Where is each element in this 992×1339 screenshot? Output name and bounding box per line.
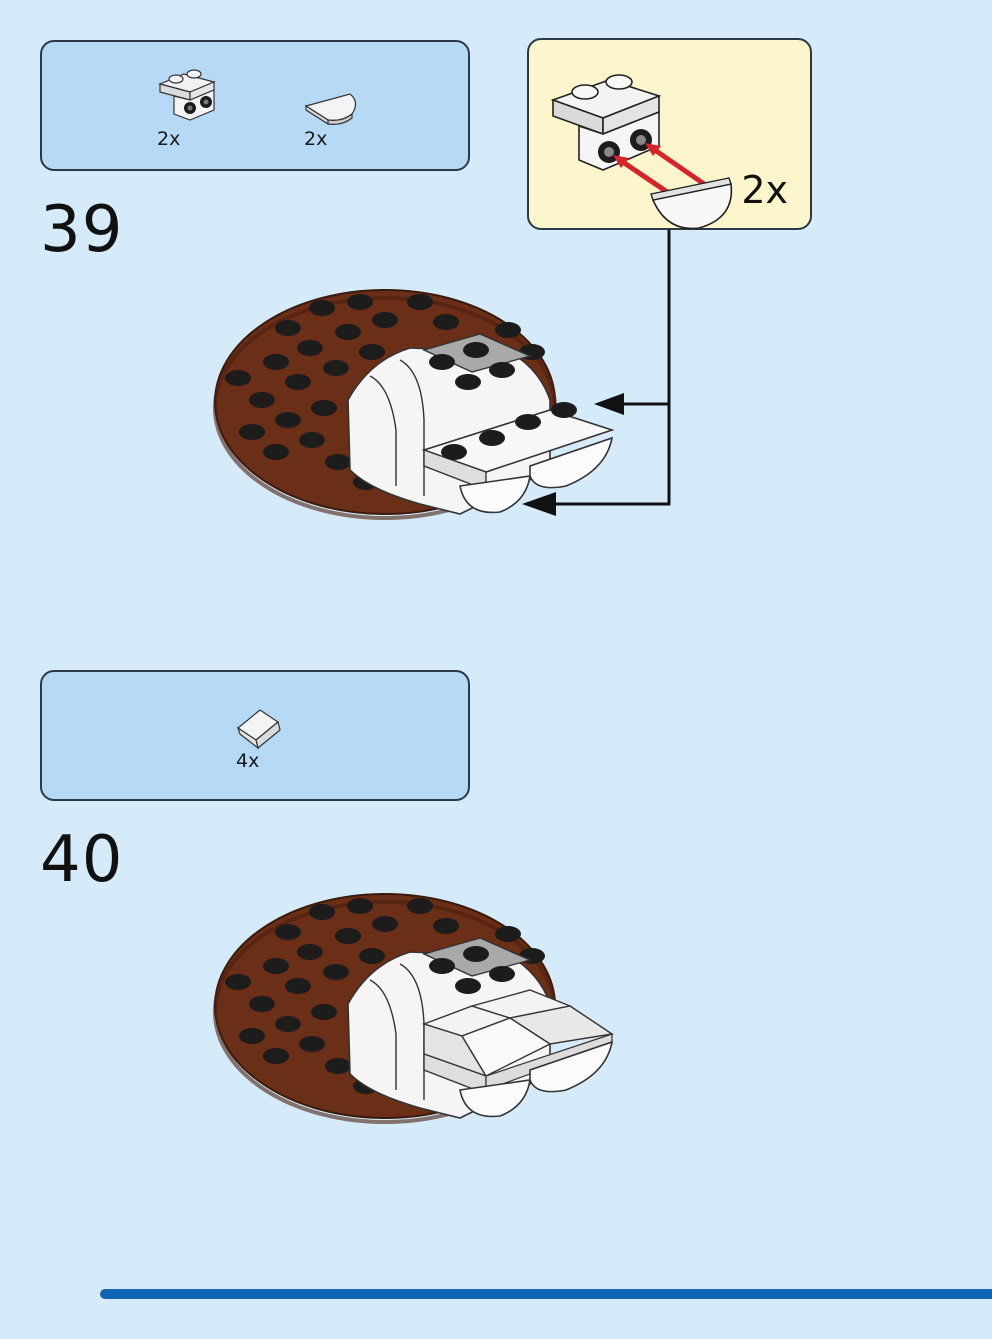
arrow-icon <box>594 393 624 415</box>
part-qty: 2x <box>157 128 181 150</box>
arrow-icon <box>522 492 556 516</box>
slope-tile-icon <box>236 709 281 750</box>
model-render-step-40 <box>213 893 614 1124</box>
part-qty: 4x <box>236 750 260 772</box>
callout-qty: 2x <box>741 168 788 212</box>
step-number: 39 <box>40 193 124 267</box>
bracket-1x2-icon <box>158 69 216 121</box>
callout-leader-line <box>522 230 671 516</box>
sub-assembly-callout: 2x <box>527 38 812 230</box>
parts-list-step-40: 4x <box>40 670 470 801</box>
tile-round-half-icon <box>304 93 357 126</box>
model-render-step-39 <box>213 289 615 520</box>
step-number: 40 <box>40 823 124 897</box>
part-qty: 2x <box>304 128 328 150</box>
page-progress-bar <box>100 1289 992 1299</box>
parts-list-step-39: 2x 2x <box>40 40 470 171</box>
bracket-assembly-diagram <box>550 74 733 230</box>
